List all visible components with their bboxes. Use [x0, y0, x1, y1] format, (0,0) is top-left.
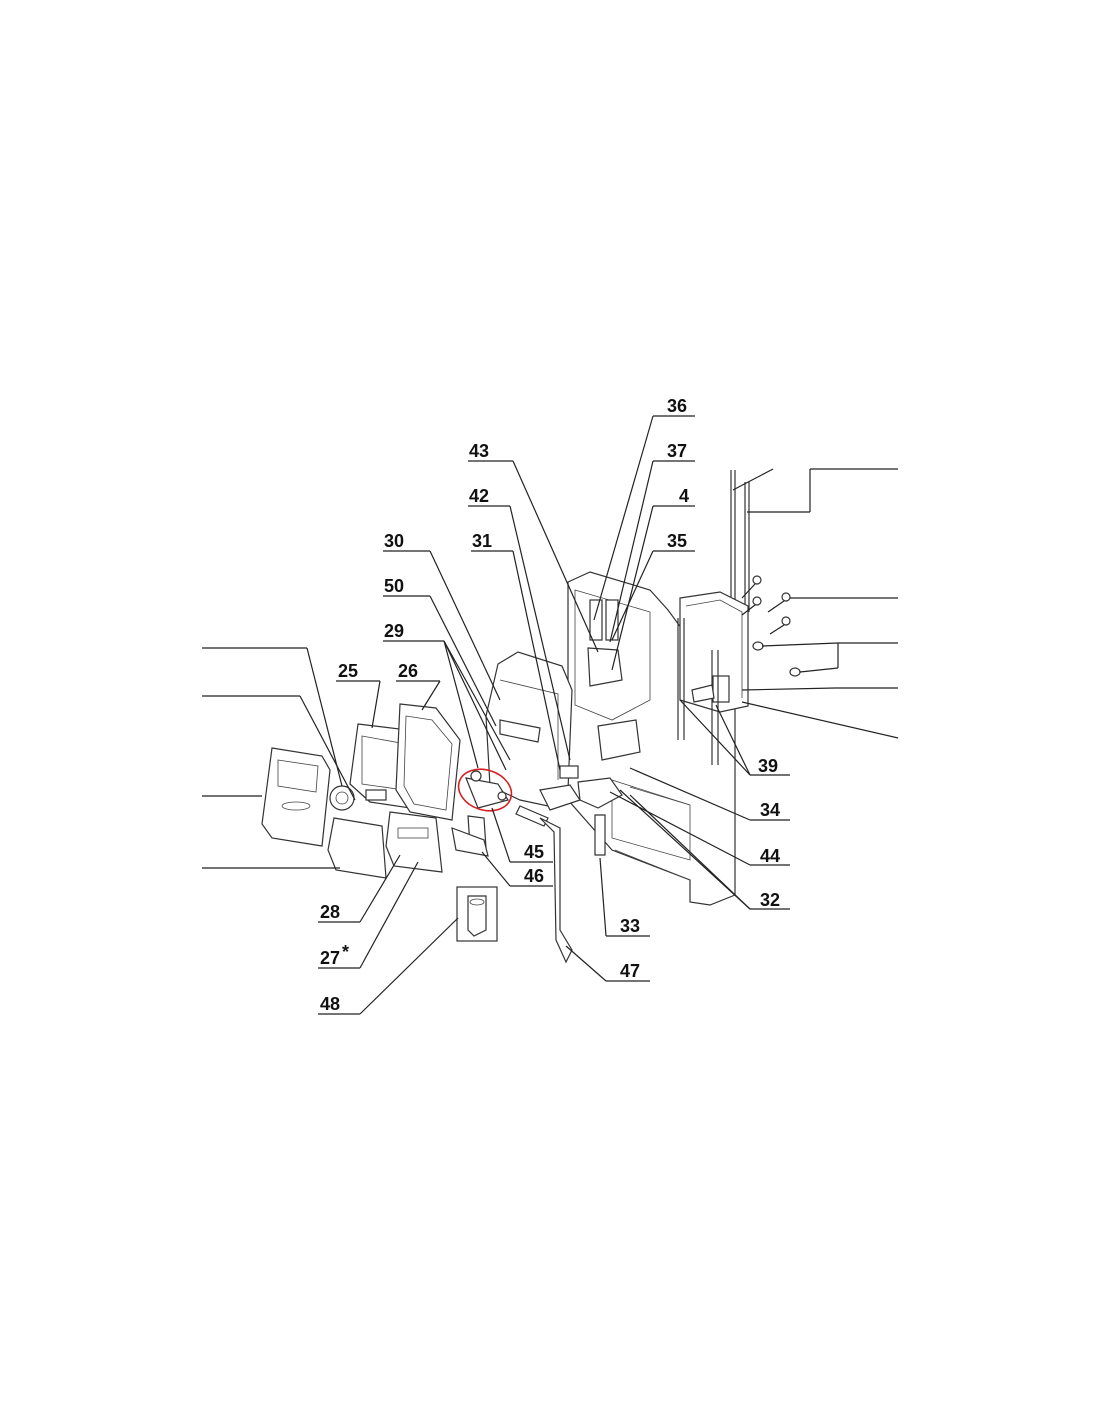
callout-25: 25	[338, 661, 358, 681]
callout-36: 36	[667, 396, 687, 416]
callout-47: 47	[620, 961, 640, 981]
lower-covers	[327, 811, 443, 879]
callout-42: 42	[469, 486, 489, 506]
screws	[741, 575, 801, 677]
callout-48: 48	[320, 994, 340, 1014]
callout-37: 37	[667, 441, 687, 461]
callout-4: 4	[679, 486, 689, 506]
right-bracket-assembly	[677, 470, 801, 765]
callout-33: 33	[620, 916, 640, 936]
callout-34: 34	[760, 800, 780, 820]
callout-46: 46	[524, 866, 544, 886]
callout-35: 35	[667, 531, 687, 551]
leader-lines	[202, 415, 899, 1015]
frame-panel	[395, 703, 461, 821]
highlighted-part-45	[457, 768, 513, 812]
callout-43: 43	[469, 441, 489, 461]
callout-28: 28	[320, 902, 340, 922]
callout-44: 44	[760, 846, 780, 866]
middle-housing	[485, 651, 581, 811]
callout-50: 50	[384, 576, 404, 596]
callout-32: 32	[760, 890, 780, 910]
callout-39: 39	[758, 756, 778, 776]
inset-box	[456, 886, 498, 942]
callout-27-asterisk: *	[342, 942, 349, 962]
small-parts	[451, 805, 573, 964]
callout-30: 30	[384, 531, 404, 551]
callout-labels: 36 43 37 42 4 30 31 35 50 29 25 26 39 34…	[320, 396, 780, 1014]
callout-26: 26	[398, 661, 418, 681]
callout-27: 27	[320, 948, 340, 968]
callout-31: 31	[472, 531, 492, 551]
front-cover	[261, 747, 331, 847]
callout-45: 45	[524, 842, 544, 862]
callout-29: 29	[384, 621, 404, 641]
